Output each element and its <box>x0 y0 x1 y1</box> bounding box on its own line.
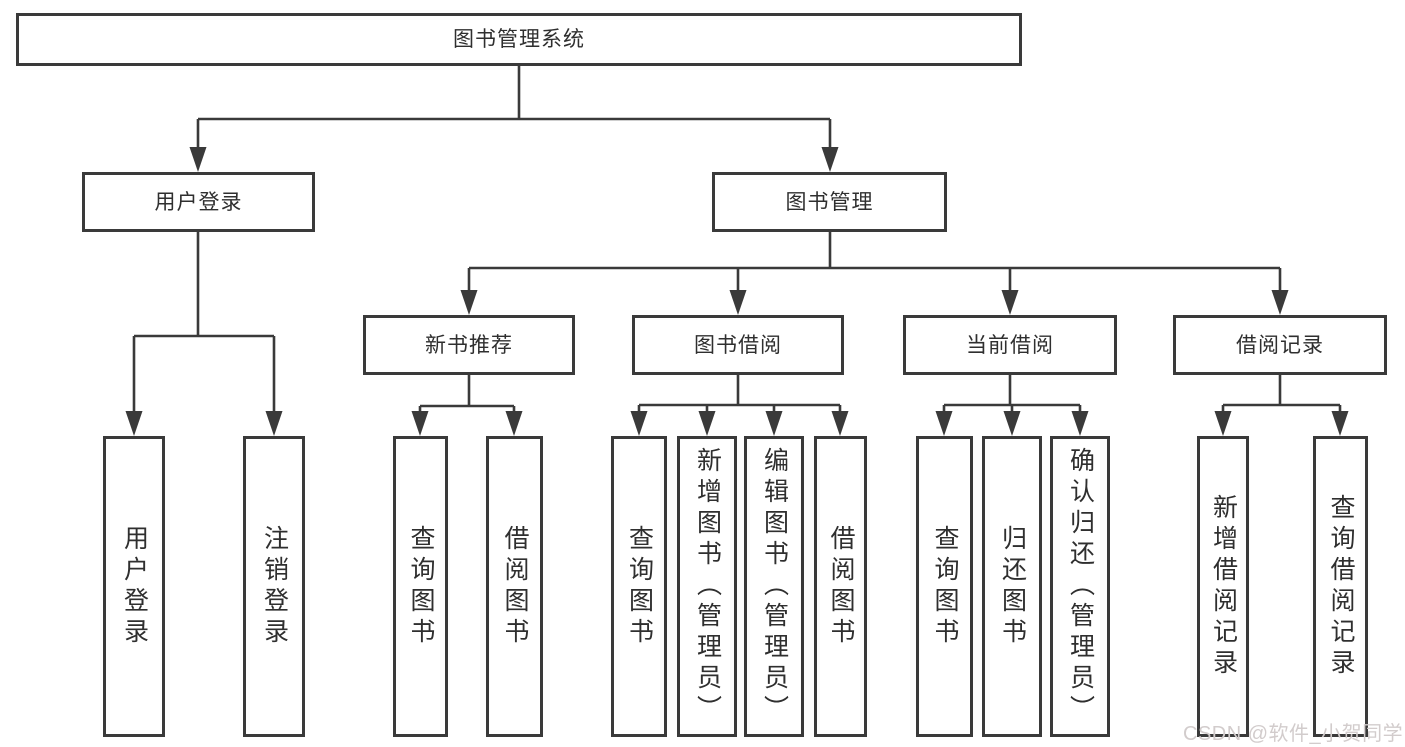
leaf-query-books-borrow: 查询图书 <box>611 436 667 737</box>
leaf-return-books: 归还图书 <box>982 436 1042 737</box>
leaf-label: 新增图书（管理员） <box>693 447 722 726</box>
leaf-label: 归还图书 <box>998 524 1027 649</box>
leaf-label: 借阅图书 <box>501 524 529 649</box>
leaf-label: 确认归还（管理员） <box>1066 447 1095 726</box>
leaf-logout: 注销登录 <box>243 436 305 737</box>
leaf-confirm-return-admin: 确认归还（管理员） <box>1050 436 1110 737</box>
leaf-borrow-books-recommend: 借阅图书 <box>486 436 543 737</box>
arrowhead-icons <box>125 147 1349 436</box>
leaf-label: 查询图书 <box>931 524 959 649</box>
node-user-login: 用户登录 <box>82 172 315 232</box>
leaf-label: 查询借阅记录 <box>1327 493 1355 680</box>
leaf-query-books-current: 查询图书 <box>916 436 973 737</box>
node-book-borrow: 图书借阅 <box>632 315 844 375</box>
leaf-edit-books-admin: 编辑图书（管理员） <box>744 436 804 737</box>
leaf-query-borrow-record: 查询借阅记录 <box>1313 436 1368 737</box>
leaf-borrow-books: 借阅图书 <box>814 436 867 737</box>
leaf-label: 查询图书 <box>625 524 654 649</box>
leaf-add-books-admin: 新增图书（管理员） <box>677 436 737 737</box>
node-new-book-recommend: 新书推荐 <box>363 315 575 375</box>
leaf-label: 用户登录 <box>120 524 149 649</box>
node-current-borrow: 当前借阅 <box>903 315 1117 375</box>
csdn-watermark: CSDN @软件_小贺同学 <box>1183 723 1404 745</box>
leaf-label: 编辑图书（管理员） <box>760 447 789 726</box>
node-borrow-records: 借阅记录 <box>1173 315 1387 375</box>
leaf-label: 注销登录 <box>260 524 289 649</box>
node-library-management-system: 图书管理系统 <box>16 13 1022 66</box>
leaf-label: 查询图书 <box>407 524 435 649</box>
leaf-user-login: 用户登录 <box>103 436 165 737</box>
node-book-management: 图书管理 <box>712 172 947 232</box>
leaf-label: 新增借阅记录 <box>1209 493 1238 680</box>
leaf-add-borrow-record: 新增借阅记录 <box>1197 436 1249 737</box>
leaf-query-books-recommend: 查询图书 <box>393 436 448 737</box>
leaf-label: 借阅图书 <box>827 524 855 649</box>
